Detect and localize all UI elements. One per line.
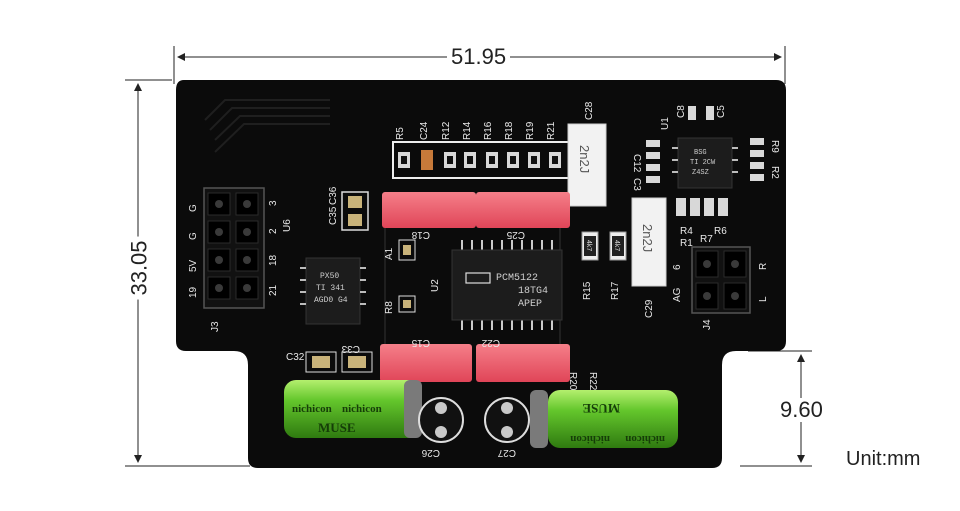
label-a1: A1 — [384, 247, 395, 260]
label-r12: R12 — [441, 121, 452, 140]
j3-right-21: 21 — [268, 284, 279, 296]
label-c15: C15 — [411, 337, 430, 348]
label-j4: J4 — [702, 319, 713, 330]
label-r8: R8 — [384, 301, 395, 314]
j4-right-r: R — [758, 263, 769, 270]
j3-header — [203, 187, 265, 309]
r17-marking: 4k7 — [613, 240, 620, 251]
label-r15: R15 — [582, 281, 593, 300]
label-r14: R14 — [462, 121, 473, 140]
label-c25: C25 — [506, 229, 525, 240]
r15-marking: 4k7 — [585, 240, 592, 251]
j3-right-18: 18 — [268, 254, 279, 266]
label-u1: U1 — [660, 117, 671, 130]
label-r6: R6 — [714, 226, 727, 237]
c26-brand-1: nichicon — [292, 403, 332, 415]
u1-line-1: BSG — [694, 149, 707, 157]
u6-line-2: TI 341 — [316, 284, 345, 293]
j3-left-g2: G — [188, 232, 199, 240]
unit-label: Unit:mm — [846, 448, 921, 470]
label-r20: R20 — [567, 372, 578, 391]
electrolytic-capacitor-c27 — [484, 390, 678, 448]
u1-chip — [672, 137, 738, 189]
label-r2: R2 — [769, 166, 780, 179]
label-r17: R17 — [610, 281, 621, 300]
j3-right-3: 3 — [268, 200, 279, 206]
component-markings: 2n2J 2n2J — [577, 145, 655, 252]
c32-c33-caps — [305, 351, 373, 373]
label-r16: R16 — [483, 121, 494, 140]
r15-r17-resistors — [581, 231, 627, 261]
label-c36: C36 — [328, 186, 339, 205]
j3-left-5v: 5V — [188, 259, 199, 272]
j4-left-ag: AG — [672, 287, 683, 302]
label-r4: R4 — [680, 226, 693, 237]
label-r22: R22 — [587, 372, 598, 391]
j3-right-2: 2 — [268, 228, 279, 234]
c27-brand-2: nichicon — [625, 433, 665, 445]
c29-marking: 2n2J — [640, 224, 655, 252]
label-c28: C28 — [584, 101, 595, 120]
label-c22: C22 — [481, 337, 500, 348]
pcm5122-line-2: 18TG4 — [518, 286, 548, 297]
label-j3: J3 — [210, 321, 221, 332]
label-r7: R7 — [700, 234, 713, 245]
electrolytic-capacitor-c26 — [284, 380, 464, 443]
label-u6: U6 — [282, 219, 293, 232]
label-u2: U2 — [430, 279, 441, 292]
c26-brand-2: nichicon — [342, 403, 382, 415]
label-r9: R9 — [769, 140, 780, 153]
label-c33: C33 — [341, 343, 360, 354]
c27-series: MUSE — [582, 401, 620, 416]
pcm5122-line-3: APEP — [518, 299, 542, 310]
u6-line-3: AGD0 G4 — [314, 296, 348, 305]
c27-brand-1: nichicon — [570, 433, 610, 445]
u6-line-1: PX50 — [320, 272, 339, 281]
label-r5: R5 — [395, 127, 406, 140]
height-dimension-label: 33.05 — [127, 236, 152, 300]
c28-marking: 2n2J — [577, 145, 592, 173]
label-c32: C32 — [286, 352, 305, 363]
red-film-capacitors — [380, 192, 570, 382]
label-c27: C27 — [497, 447, 516, 458]
label-c18: C18 — [411, 229, 430, 240]
j4-right-l: L — [758, 296, 769, 302]
label-c26: C26 — [421, 447, 440, 458]
label-r21: R21 — [546, 121, 557, 140]
pcm5122-chip — [451, 240, 563, 330]
j3-left-g1: G — [188, 204, 199, 212]
resistor-markings: 4k7 4k7 — [585, 240, 620, 251]
label-c35: C35 — [328, 206, 339, 225]
u1-passives — [646, 106, 764, 216]
c26-series: MUSE — [318, 420, 356, 435]
tab-height-dimension-label: 9.60 — [776, 398, 827, 422]
j4-header — [691, 246, 751, 314]
u1-line-2: TI 2CW — [690, 159, 716, 167]
j4-left-6: 6 — [672, 264, 683, 270]
width-dimension-label: 51.95 — [447, 45, 511, 69]
silkscreen-labels: R5 C24 R12 R14 R16 R18 R19 R21 C28 U1 C8… — [188, 101, 780, 458]
film-capacitor-c29 — [631, 197, 667, 287]
label-c29: C29 — [644, 299, 655, 318]
label-c24: C24 — [419, 121, 430, 140]
label-c8: C8 — [676, 105, 687, 118]
chip-markings: PCM5122 18TG4 APEP PX50 TI 341 AGD0 G4 B… — [314, 149, 716, 310]
label-c3: C3 — [631, 178, 642, 191]
label-r1: R1 — [680, 238, 693, 249]
u1-line-3: Z4SZ — [692, 169, 709, 177]
film-capacitor-c28 — [567, 123, 607, 207]
label-c5: C5 — [716, 105, 727, 118]
label-c12: C12 — [631, 154, 642, 173]
c35-c36-caps — [341, 191, 369, 231]
top-resistor-row — [392, 141, 570, 179]
electrolytic-print: nichicon nichicon MUSE MUSE nichicon nic… — [292, 401, 665, 445]
u6-chip — [300, 257, 366, 325]
label-r18: R18 — [504, 121, 515, 140]
label-r19: R19 — [525, 121, 536, 140]
j3-left-19: 19 — [188, 286, 199, 298]
pcm5122-line-1: PCM5122 — [496, 273, 538, 284]
a1-r8-parts — [398, 239, 416, 313]
